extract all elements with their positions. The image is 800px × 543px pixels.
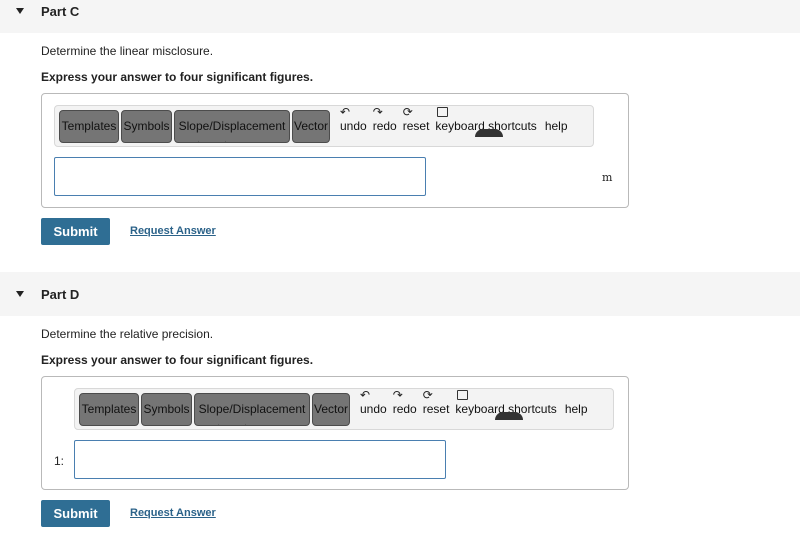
reset-button[interactable]: ⟳ reset — [402, 105, 430, 133]
part-c-answer-input[interactable] — [54, 157, 426, 196]
templates-button[interactable]: Templates — [79, 392, 139, 426]
reset-icon: ⟳ — [422, 388, 433, 402]
undo-arrow-icon: ↶ — [360, 388, 371, 402]
reset-label: reset — [402, 119, 430, 133]
templates-label: Templates — [61, 119, 117, 133]
help-label: help — [564, 402, 588, 416]
part-d-submit-button[interactable]: Submit — [41, 500, 110, 527]
help-button[interactable]: help — [545, 119, 568, 133]
vector-button[interactable]: Vector — [292, 109, 330, 143]
part-c-instruction: Determine the linear misclosure. — [41, 44, 214, 58]
undo-button[interactable]: ↶ undo — [360, 388, 387, 416]
reset-label: reset — [422, 402, 450, 416]
part-c-title: Part C — [41, 3, 80, 19]
redo-arrow-icon: ↷ — [392, 388, 403, 402]
reset-icon: ⟳ — [402, 105, 413, 119]
templates-button[interactable]: Templates — [59, 109, 119, 143]
help-label: help — [544, 119, 568, 133]
symbols-label: Symbols — [123, 119, 170, 133]
part-c-answer-box: Templates Symbols Slope/Displacement Vec… — [41, 93, 629, 208]
keyboard-indicator-icon — [475, 129, 504, 137]
part-d-toolbar: Templates Symbols Slope/Displacement Vec… — [74, 388, 614, 430]
part-c-format-hint: Express your answer to four significant … — [41, 70, 314, 84]
keyboard-shortcuts-label: keyboard shortcuts — [435, 119, 537, 133]
symbols-button[interactable]: Symbols — [141, 392, 192, 426]
keyboard-icon — [437, 107, 449, 117]
redo-button[interactable]: ↷ redo — [372, 105, 397, 133]
redo-label: redo — [372, 119, 397, 133]
caret-down-icon[interactable] — [16, 291, 24, 297]
undo-button[interactable]: ↶ undo — [340, 105, 367, 133]
redo-arrow-icon: ↷ — [372, 105, 383, 119]
part-c-toolbar: Templates Symbols Slope/Displacement Vec… — [54, 105, 594, 147]
part-d-instruction: Determine the relative precision. — [41, 327, 214, 341]
keyboard-icon — [457, 390, 469, 400]
undo-arrow-icon: ↶ — [340, 105, 351, 119]
slope-displacement-label: Slope/Displacement — [198, 402, 306, 416]
keyboard-shortcuts-button[interactable]: keyboard shortcuts — [455, 390, 557, 420]
part-d-request-answer-link[interactable]: Request Answer — [130, 507, 216, 519]
reset-button[interactable]: ⟳ reset — [422, 388, 450, 416]
part-c-header[interactable]: Part C — [0, 0, 800, 33]
symbols-button[interactable]: Symbols — [121, 109, 172, 143]
slope-displacement-label: Slope/Displacement — [178, 119, 286, 133]
redo-button[interactable]: ↷ redo — [392, 388, 417, 416]
slope-displacement-button[interactable]: Slope/Displacement — [174, 109, 290, 143]
part-d-answer-box: Templates Symbols Slope/Displacement Vec… — [41, 376, 629, 490]
symbols-label: Symbols — [143, 402, 190, 416]
keyboard-shortcuts-button[interactable]: keyboard shortcuts — [435, 107, 537, 137]
part-d-format-hint: Express your answer to four significant … — [41, 353, 314, 367]
redo-label: redo — [392, 402, 417, 416]
vector-button[interactable]: Vector — [312, 392, 350, 426]
vector-label: Vector — [293, 119, 329, 133]
vector-label: Vector — [313, 402, 349, 416]
keyboard-indicator-icon — [495, 412, 524, 420]
unit-label: m — [602, 171, 613, 184]
part-d-answer-input[interactable] — [74, 440, 446, 479]
ratio-prefix-label: 1: — [54, 454, 65, 468]
part-c-submit-button[interactable]: Submit — [41, 218, 110, 245]
templates-label: Templates — [81, 402, 137, 416]
caret-down-icon[interactable] — [16, 8, 24, 14]
slope-displacement-button[interactable]: Slope/Displacement — [194, 392, 310, 426]
part-d-header[interactable]: Part D — [0, 272, 800, 316]
keyboard-shortcuts-label: keyboard shortcuts — [455, 402, 557, 416]
undo-label: undo — [360, 402, 387, 416]
help-button[interactable]: help — [565, 402, 588, 416]
part-d-title: Part D — [41, 286, 80, 302]
part-c-request-answer-link[interactable]: Request Answer — [130, 225, 216, 237]
undo-label: undo — [340, 119, 367, 133]
